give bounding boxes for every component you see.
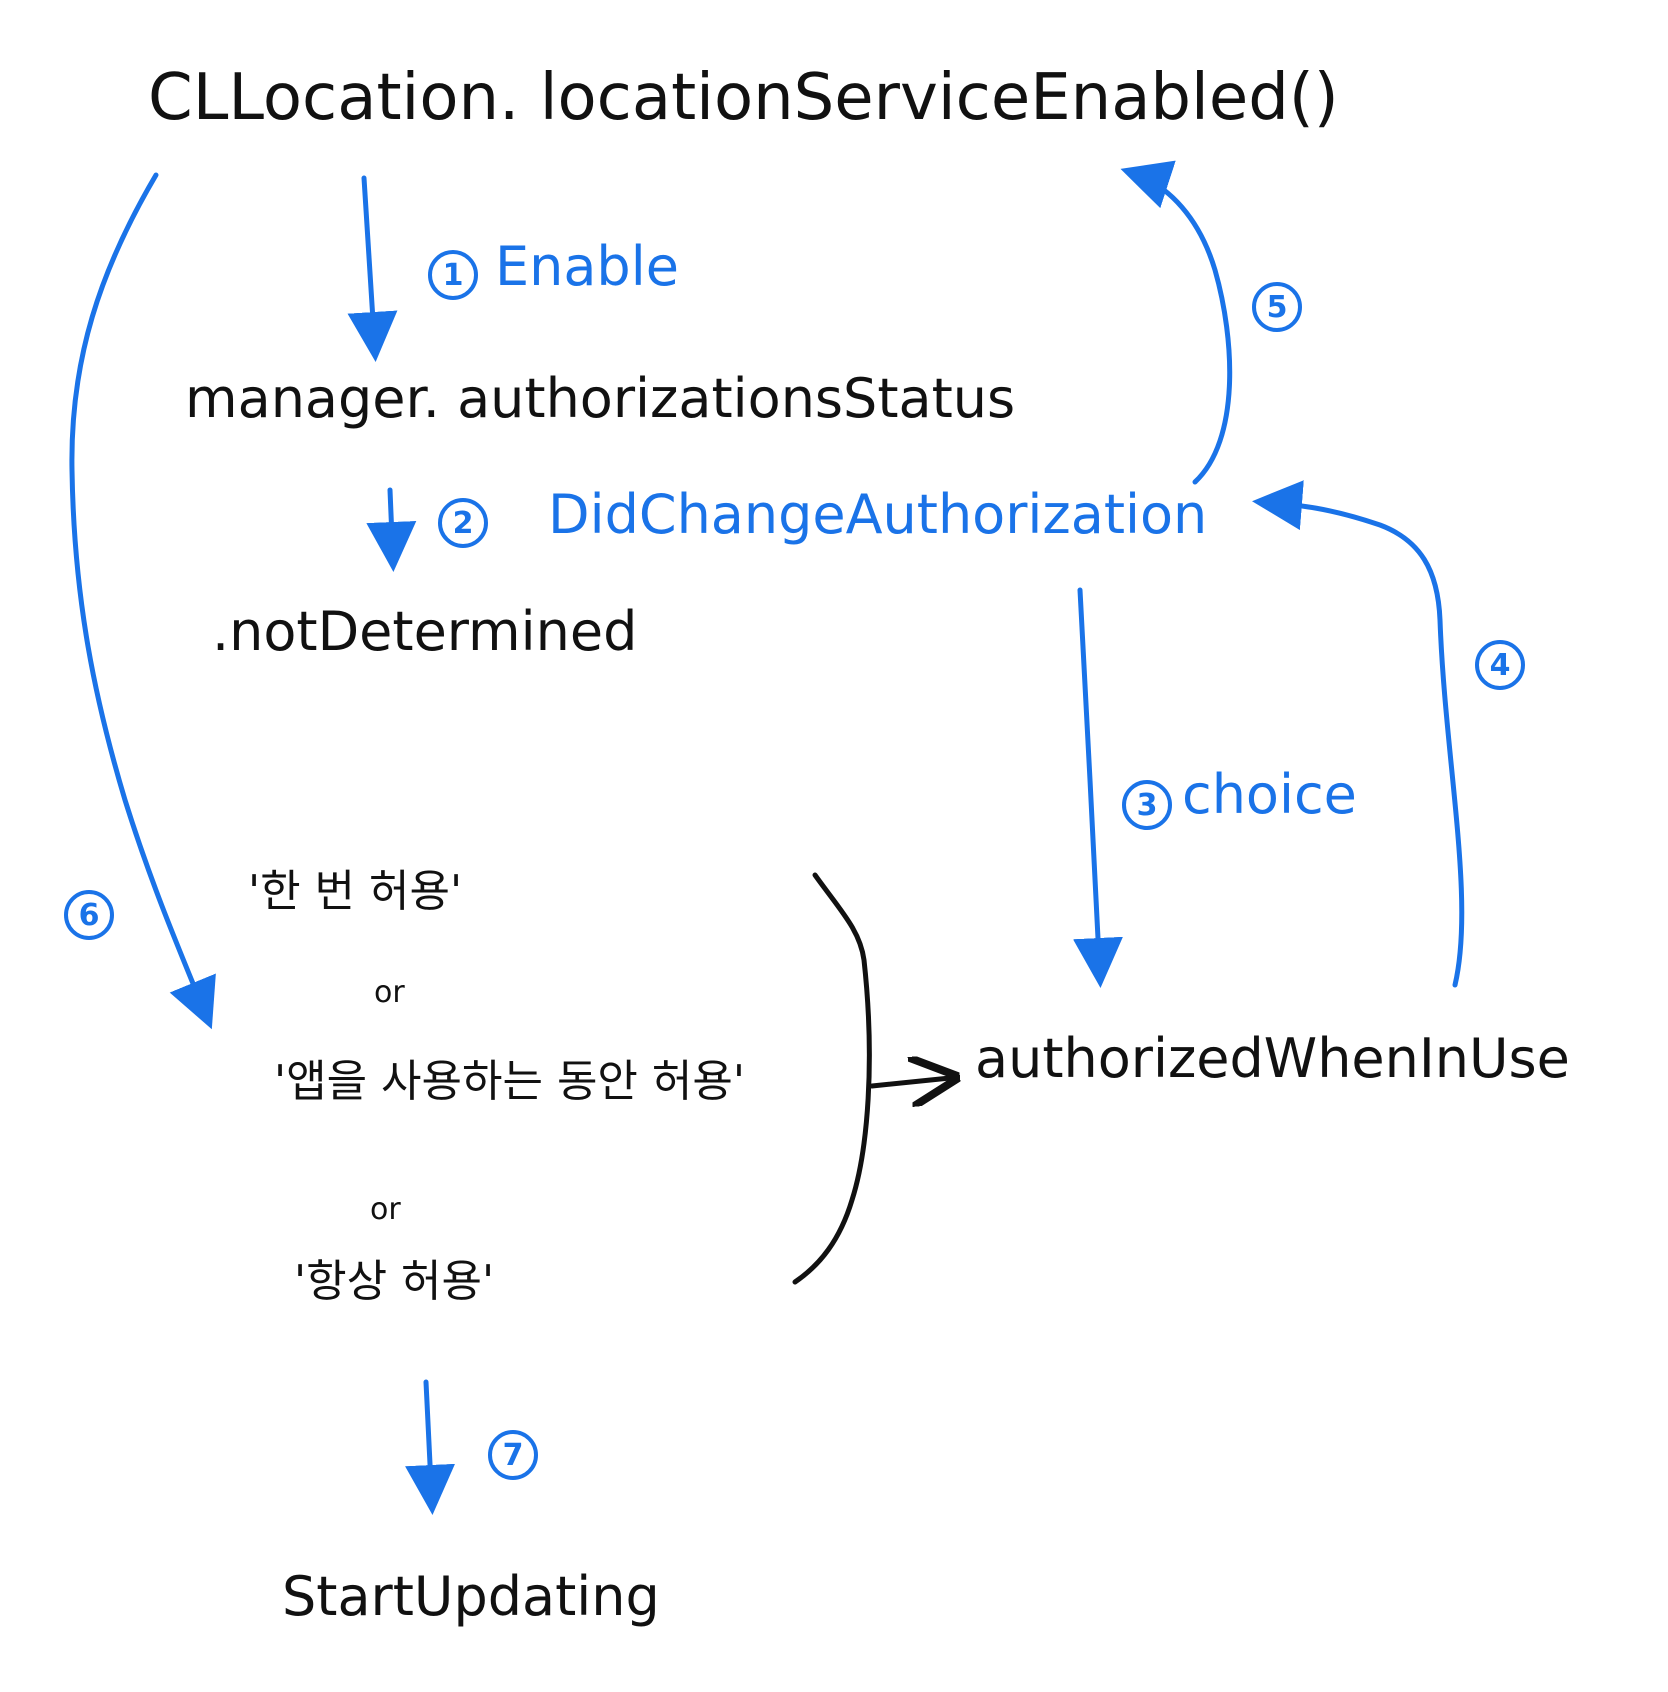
step-5-badge: 5 bbox=[1252, 282, 1302, 332]
location-service-enabled-node: CLLocation. locationServiceEnabled() bbox=[148, 61, 1339, 135]
edge-2-label: DidChangeAuthorization bbox=[548, 483, 1208, 546]
edge-4-arrow bbox=[1252, 480, 1465, 988]
step-4-badge: 4 bbox=[1475, 640, 1525, 690]
or-separator-1: or bbox=[374, 975, 405, 1010]
authorized-when-in-use-node: authorizedWhenInUse bbox=[975, 1027, 1570, 1090]
authorization-status-node: manager. authorizationsStatus bbox=[185, 367, 1016, 430]
step-7-badge: 7 bbox=[488, 1430, 538, 1480]
step-1-badge: 1 bbox=[428, 250, 478, 300]
edge-1-arrow bbox=[347, 175, 398, 362]
options-brace bbox=[792, 872, 872, 1285]
edge-6-arrow bbox=[69, 172, 216, 1030]
edge-3-arrow bbox=[1073, 587, 1123, 988]
not-determined-node: .notDetermined bbox=[212, 600, 638, 663]
edge-3-label: choice bbox=[1182, 763, 1357, 826]
edge-1-label: Enable bbox=[495, 235, 679, 298]
edge-7-arrow bbox=[405, 1379, 456, 1515]
step-2-badge: 2 bbox=[438, 498, 488, 548]
options-to-authorized-arrow bbox=[869, 1078, 950, 1086]
option-once: '한 번 허용' bbox=[248, 866, 463, 917]
start-updating-node: StartUpdating bbox=[282, 1565, 660, 1628]
option-while-using: '앱을 사용하는 동안 허용' bbox=[274, 1056, 745, 1107]
edge-2-arrow bbox=[366, 487, 417, 572]
edge-5-arrow bbox=[1120, 160, 1233, 485]
option-always: '항상 허용' bbox=[294, 1256, 495, 1307]
or-separator-2: or bbox=[370, 1192, 401, 1227]
step-6-badge: 6 bbox=[64, 890, 114, 940]
step-3-badge: 3 bbox=[1122, 780, 1172, 830]
